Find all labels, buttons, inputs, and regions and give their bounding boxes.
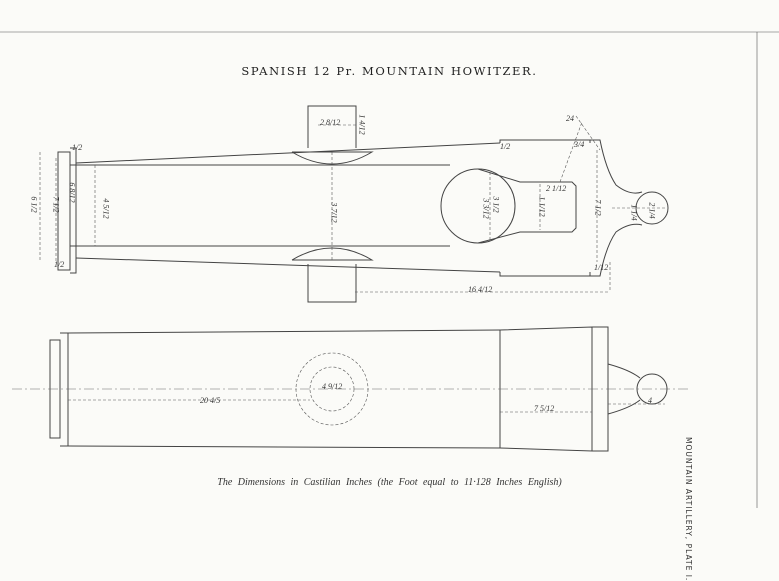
dim-chamber-bottom: 1 1/12: [537, 196, 547, 217]
howitzer-drawing: [0, 31, 779, 508]
dim-bore: 4 5/12: [101, 198, 111, 219]
side-label: MOUNTAIN ARTILLERY, PLATE I.: [684, 437, 693, 581]
cascabel-knob: [635, 191, 669, 225]
page-title: SPANISH 12 Pr. MOUNTAIN HOWITZER.: [241, 64, 538, 78]
barrel-bottom: [75, 257, 501, 273]
dim-breech-bottom: 1/12: [594, 263, 609, 272]
dim-angle: 3/4: [574, 140, 585, 149]
dim-cascabel-knob: 2 1/4: [647, 202, 657, 219]
dim-bore-center: 3 7/12: [329, 202, 339, 223]
trunnion-outer-circle: [295, 352, 369, 426]
breech-top-curve: [590, 139, 643, 194]
dim-line-angle2: [559, 121, 583, 183]
dim-chamber-sphere: 3 3/12: [481, 198, 491, 219]
dim-muzzle-inner: 6 8/12: [67, 182, 77, 203]
trunnion-top: [307, 105, 357, 148]
dim-muzzle-to-trunnion: 20 4/5: [200, 396, 221, 405]
trunnion-bottom: [307, 264, 357, 303]
dim-chamber-depth: 2 1/12: [546, 184, 567, 193]
dim-trunnion-width: 2 8/12: [320, 118, 341, 127]
dim-top-angle: 24: [566, 114, 574, 123]
trunnion-bottom-arc: [291, 247, 374, 261]
trunnion-top-arc: [291, 151, 374, 165]
plan-barrel-bottom: [67, 445, 501, 449]
dim-chamber-to-breech: 16 4/12: [468, 285, 493, 294]
chamber-cone: [477, 168, 577, 244]
dim-line-angle: [575, 115, 601, 151]
plan-cascabel-neck: [607, 363, 641, 415]
caption: The Dimensions in Castilian Inches (the …: [217, 477, 562, 488]
dim-cascabel-neck: 1 1/4: [629, 204, 639, 221]
dim-breech-top: 1/2: [500, 142, 511, 151]
reinforce-top: [499, 139, 591, 143]
reinforce-bottom: [499, 272, 591, 277]
dim-muzzle-ring: 7 1/2: [51, 196, 61, 213]
dim-trunnion-height: 1 4/12: [357, 114, 367, 135]
dim-breech-length: 7 5/12: [534, 404, 555, 413]
plan-muzzle: [49, 339, 61, 439]
trunnion-inner-circle: [309, 366, 355, 412]
breech-bottom-curve: [590, 223, 643, 277]
plan-muzzle-band: [60, 332, 69, 447]
dim-muzzle-face: 1/2: [72, 143, 83, 152]
plate: SPANISH 12 Pr. MOUNTAIN HOWITZER.: [0, 31, 779, 581]
dim-chamber-cone: 3 1/2: [491, 196, 501, 213]
dim-breech-ring: 7 1/2: [593, 199, 603, 216]
plan-barrel-top: [67, 329, 501, 334]
dim-trunnion-circle: 4 9/12: [322, 382, 343, 391]
muzzle-ring: [57, 151, 71, 271]
barrel-top: [75, 142, 501, 164]
section-view: [39, 105, 669, 303]
muzzle-band: [70, 147, 77, 274]
chamber-sphere: [440, 168, 516, 244]
dim-muzzle-outer: 6 1/2: [29, 196, 39, 213]
dim-cascabel-length: 4: [648, 396, 652, 405]
dim-muzzle-bottom: 1/2: [54, 260, 65, 269]
plan-view: [12, 326, 690, 452]
